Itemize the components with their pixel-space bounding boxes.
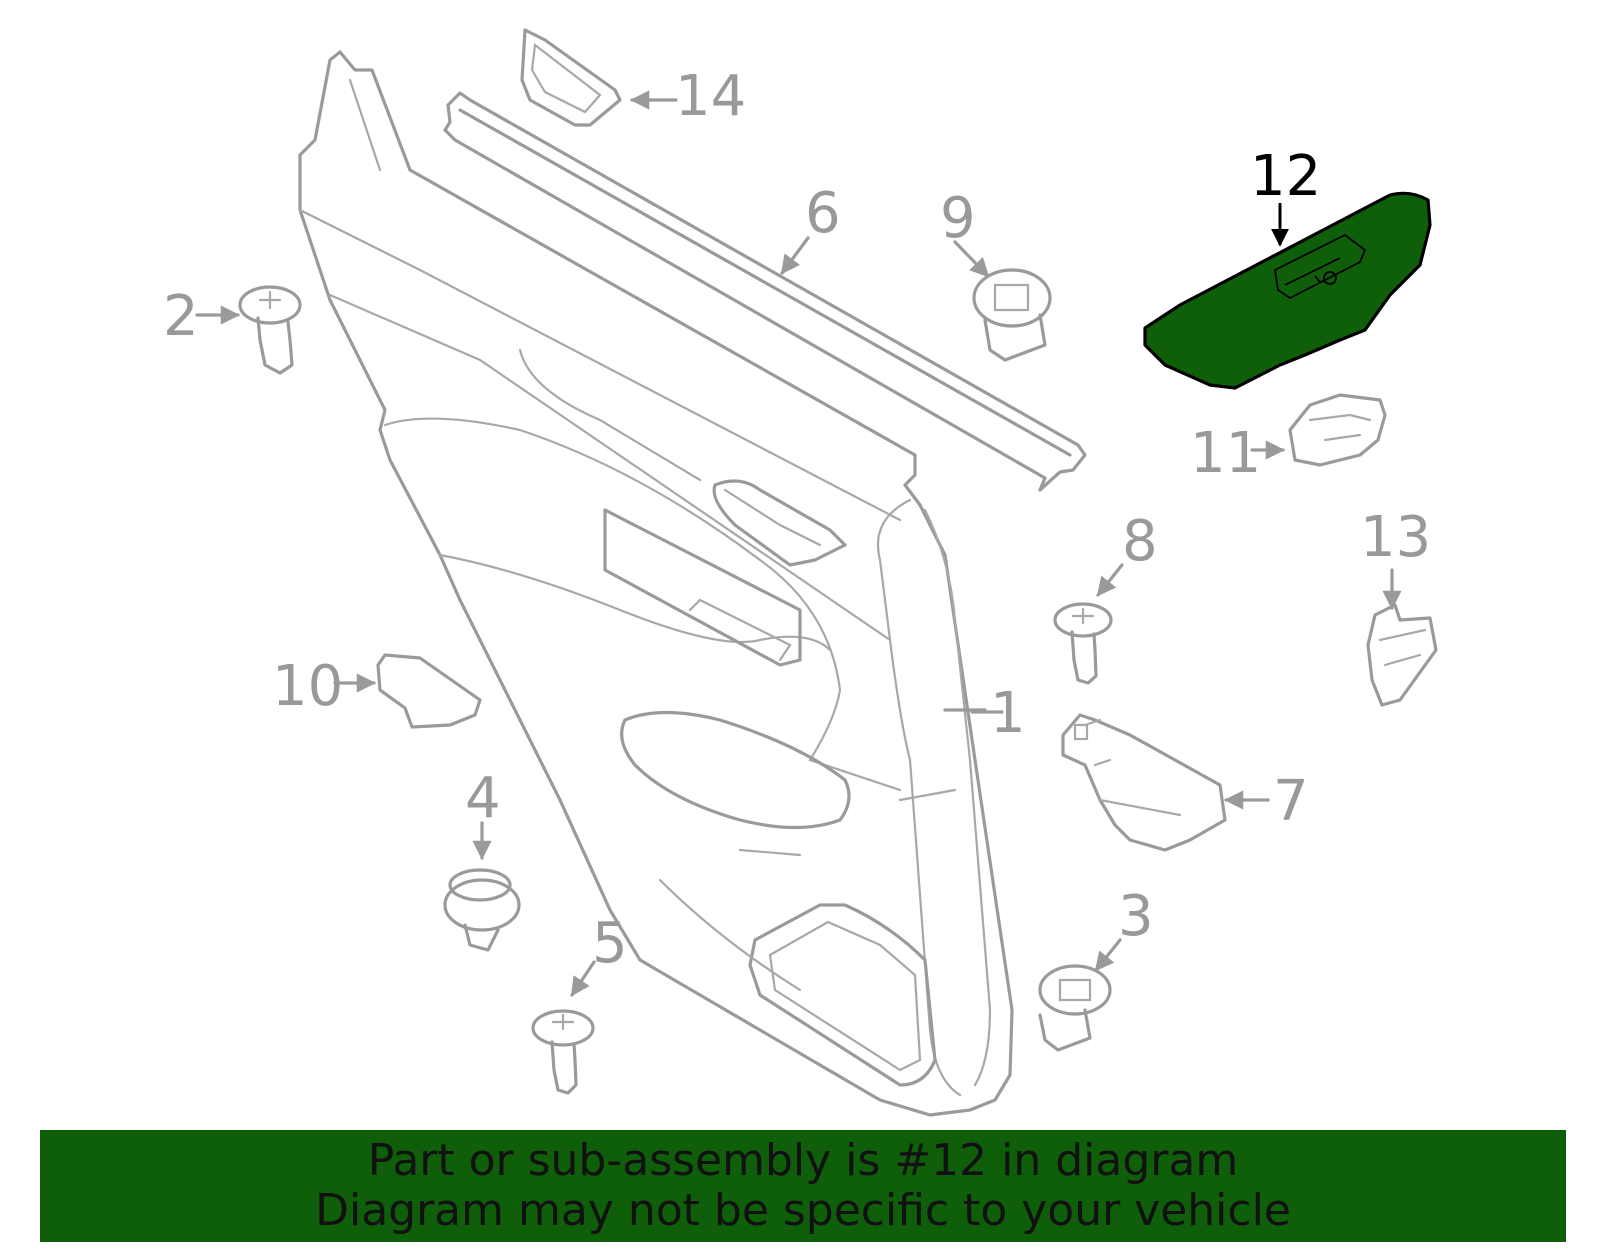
banner-line-disclaimer: Diagram may not be specific to your vehi… <box>315 1185 1291 1236</box>
callout-5: 5 <box>592 911 628 976</box>
bracket-part-13 <box>1366 603 1438 707</box>
info-banner: Part or sub-assembly is #12 in diagram D… <box>40 1130 1566 1242</box>
push-clip-part-4 <box>443 868 521 952</box>
callout-7: 7 <box>1273 769 1309 834</box>
callout-4: 4 <box>465 766 501 831</box>
clip-part-9 <box>972 268 1052 362</box>
clip-part-3 <box>1038 964 1112 1052</box>
callout-3: 3 <box>1118 884 1154 949</box>
cover-part-10 <box>376 653 482 729</box>
switch-bezel-part-12 <box>1143 191 1432 390</box>
module-part-7 <box>1061 713 1227 852</box>
screw-part-8 <box>1053 602 1113 685</box>
callout-6: 6 <box>805 181 841 246</box>
screw-part-2 <box>238 285 302 375</box>
weatherstrip-part-6 <box>443 91 1087 492</box>
callout-8: 8 <box>1122 509 1158 574</box>
callout-13: 13 <box>1360 505 1431 570</box>
banner-line-part-number: Part or sub-assembly is #12 in diagram <box>367 1135 1239 1186</box>
door-trim-panel-part-1 <box>298 50 1014 1117</box>
callout-12-selected: 12 <box>1250 144 1321 209</box>
callout-1: 1 <box>990 681 1026 746</box>
callout-9: 9 <box>940 186 976 251</box>
callout-14: 14 <box>675 64 746 129</box>
callout-10: 10 <box>272 654 343 719</box>
screw-part-5 <box>531 1009 595 1095</box>
callout-2: 2 <box>163 284 199 349</box>
leader-arrows <box>195 90 1402 997</box>
callout-11: 11 <box>1190 421 1261 486</box>
switch-part-11 <box>1288 393 1387 467</box>
cover-part-14 <box>520 28 622 127</box>
